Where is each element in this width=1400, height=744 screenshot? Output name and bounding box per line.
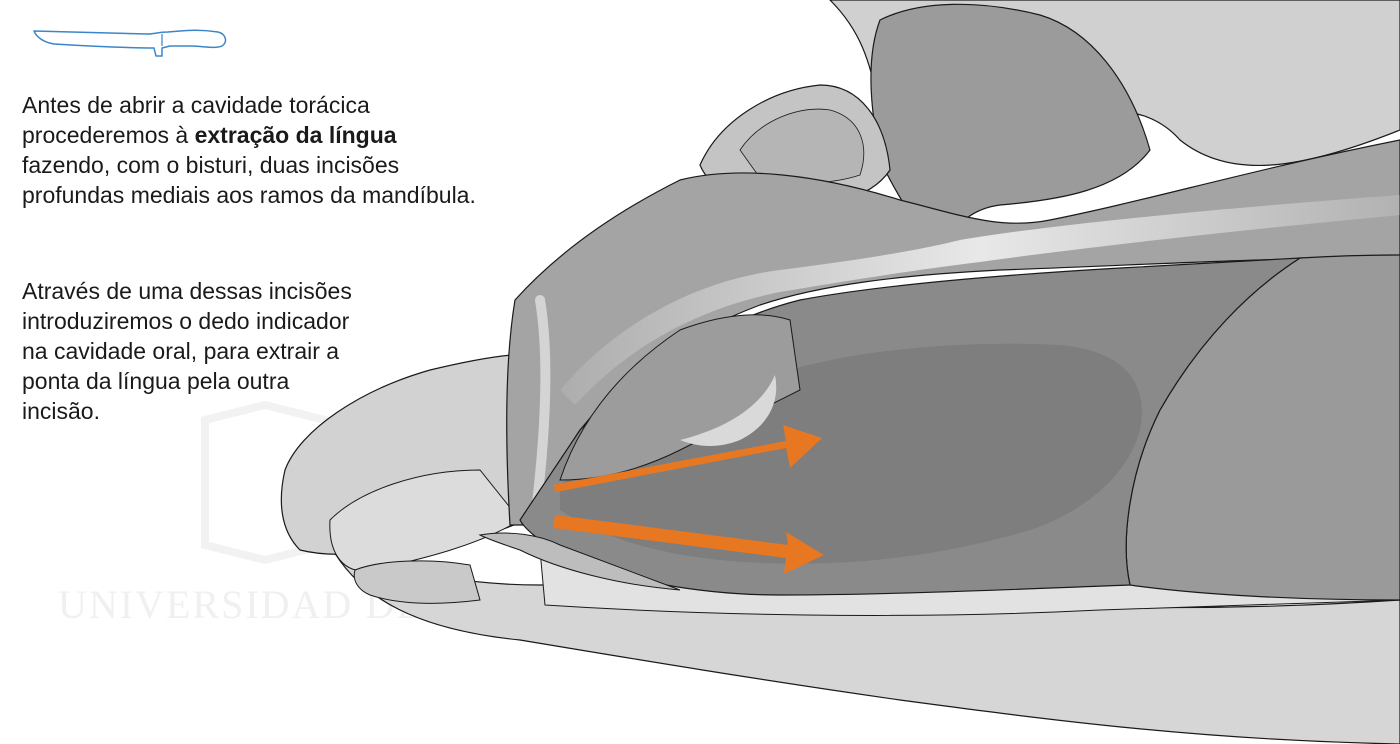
snout-tip xyxy=(329,469,521,572)
procedure-line-3: na cavidade oral, para extrair a xyxy=(22,338,340,364)
lip-edge xyxy=(478,532,681,591)
tongue-extraction-emphasis: extração da língua xyxy=(194,122,397,148)
procedure-line-1: Através de uma dessas incisões xyxy=(22,278,352,304)
procedure-line-4: ponta da língua pela outra xyxy=(22,368,290,394)
inner-lip-sheen xyxy=(680,375,777,446)
procedure-line-5: incisão. xyxy=(22,398,100,424)
inner-lip xyxy=(559,314,801,481)
knife-icon xyxy=(33,29,227,57)
intro-line-1: Antes de abrir a cavidade torácica xyxy=(22,92,370,118)
procedure-line-2: introduziremos o dedo indicador xyxy=(22,308,350,334)
cheek-sheen xyxy=(560,195,1400,405)
intro-line-4: profundas mediais aos ramos da mandíbula… xyxy=(22,182,476,208)
incision-arrow-lower xyxy=(553,515,824,574)
procedure-paragraph: Através de uma dessas incisões introduzi… xyxy=(22,276,422,426)
snout-lower xyxy=(353,560,481,604)
tongue xyxy=(560,343,1142,564)
intro-line-2: procederemos à extração da língua xyxy=(22,122,397,148)
incision-arrow-upper xyxy=(553,425,822,492)
intro-paragraph: Antes de abrir a cavidade torácica proce… xyxy=(22,90,582,210)
skin-fold xyxy=(530,295,551,525)
intro-line-3: fazendo, com o bisturi, duas incisões xyxy=(22,152,400,178)
